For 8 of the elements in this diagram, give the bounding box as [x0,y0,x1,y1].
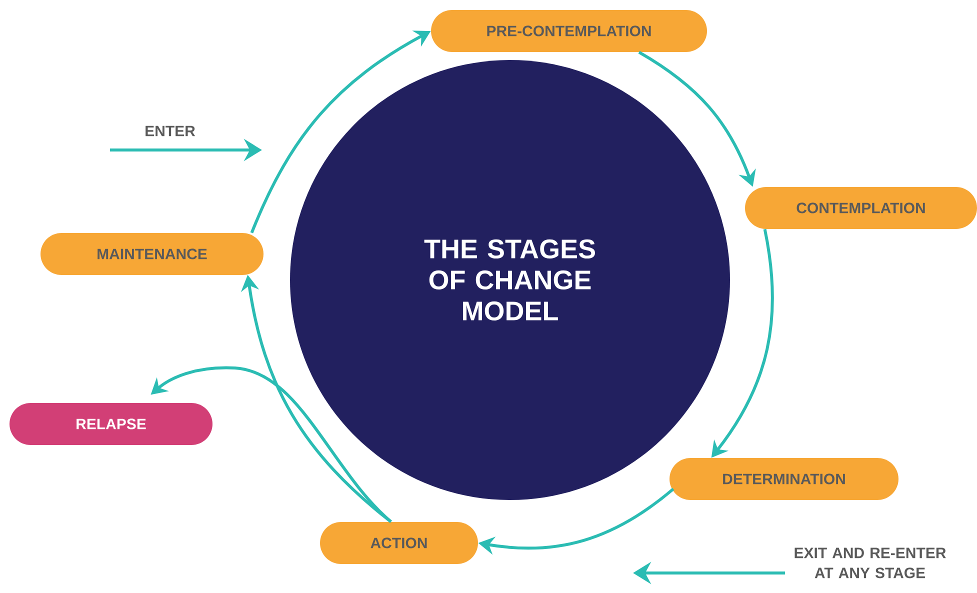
stage-pill: PRE-CONTEMPLATION [431,10,707,52]
label-text: ENTER [146,126,196,136]
stage-pill: DETERMINATION [670,458,898,500]
label-text: EXIT AND RE-ENTER AT ANY STAGE [794,548,946,578]
stage-pill: ACTION [320,522,478,564]
stage-pill: CONTEMPLATION [745,187,977,229]
relapse-pill: RELAPSE [10,403,212,445]
stage-pill: MAINTENANCE [40,233,264,275]
